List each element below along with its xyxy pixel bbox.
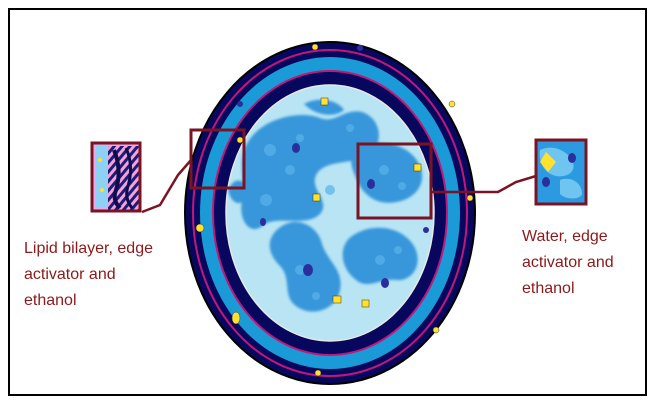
right-label-line-2: activator and xyxy=(522,250,642,276)
lipid-bilayer-inset-icon xyxy=(92,143,140,211)
right-label-line-3: ethanol xyxy=(522,276,642,302)
lipid-bilayer-label: Lipid bilayer, edge activator and ethano… xyxy=(24,236,199,314)
left-label-line-2: activator and xyxy=(24,262,199,288)
left-label-line-1: Lipid bilayer, edge xyxy=(24,236,199,262)
water-label: Water, edge activator and ethanol xyxy=(522,224,642,302)
left-connector-line xyxy=(142,160,191,212)
water-inset-icon xyxy=(536,140,586,204)
left-label-line-3: ethanol xyxy=(24,288,199,314)
right-label-line-1: Water, edge xyxy=(522,224,642,250)
